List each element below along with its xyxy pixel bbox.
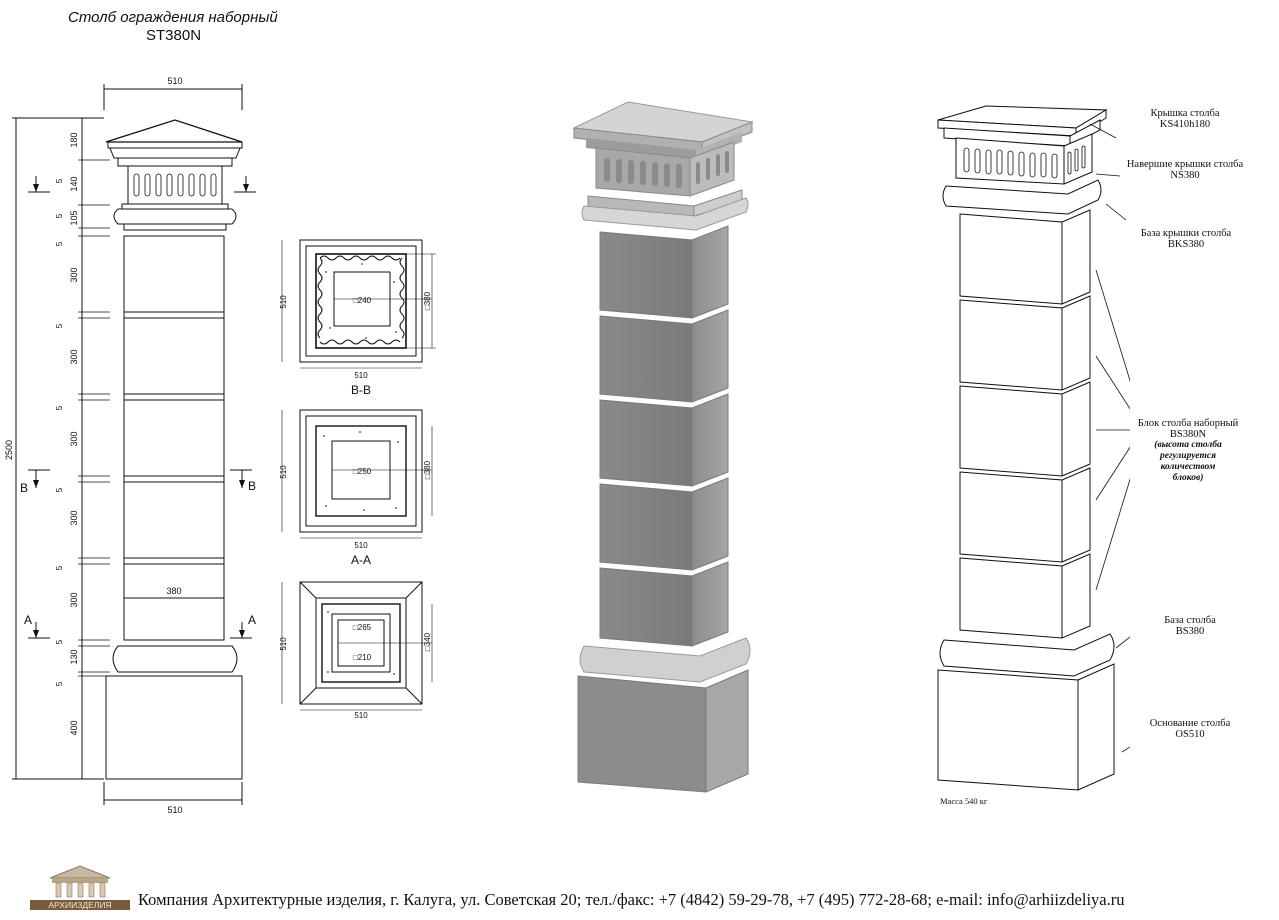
dim-v: 300	[69, 431, 79, 446]
dim-v: 5	[55, 213, 64, 218]
dim-block-width: 380	[166, 586, 181, 596]
dim-v: 5	[55, 565, 64, 570]
dim-v: 300	[69, 592, 79, 607]
section-b-outer: 510	[279, 295, 288, 309]
company-footer: Компания Архитектурные изделия, г. Калуг…	[138, 890, 1125, 909]
section-base	[281, 581, 433, 711]
cut-mark-a-left: A	[24, 613, 32, 627]
dim-v: 5	[55, 241, 64, 246]
company-logo: АРХИИЗДЕЛИЯ	[30, 865, 130, 910]
dim-v: 180	[69, 132, 79, 147]
elevation-drawing: 510 510 380 2500 180 5 140 5 105 5 300 5…	[4, 76, 256, 815]
dim-v: 5	[55, 681, 64, 686]
mass-label: Масса 540 кг	[940, 796, 988, 806]
cut-mark-b-left: B	[20, 481, 28, 495]
dim-v: 5	[55, 323, 64, 328]
section-a-inner-b: □380	[423, 460, 432, 479]
section-b-inner-b: □380	[423, 291, 432, 310]
section-a-inner-a: □250	[353, 467, 372, 476]
section-b-b	[281, 239, 436, 369]
drawing-title: Столб ограждения наборный	[68, 9, 278, 26]
section-c-inner-b: □340	[423, 632, 432, 651]
dim-bottom-width: 510	[167, 805, 182, 815]
section-b-inner-a: □240	[353, 296, 372, 305]
dim-v: 5	[55, 178, 64, 183]
section-c-inner-c: □210	[353, 653, 372, 662]
section-a-width: 510	[354, 541, 368, 550]
pillar-outline	[937, 105, 1130, 791]
section-a-outer: 510	[279, 465, 288, 479]
logo-text: АРХИИЗДЕЛИЯ	[48, 900, 111, 910]
section-c-outer: 510	[279, 637, 288, 651]
dim-top-width: 510	[167, 76, 182, 86]
dim-v: 105	[69, 210, 79, 225]
pillar-render	[572, 101, 754, 793]
cut-mark-a-right: A	[248, 613, 256, 627]
dim-v: 5	[55, 487, 64, 492]
dim-v: 300	[69, 267, 79, 282]
dim-v: 400	[69, 720, 79, 735]
section-b-width: 510	[354, 371, 368, 380]
drawing-code: ST380N	[146, 27, 202, 44]
dim-v: 140	[69, 176, 79, 191]
cut-mark-b-right: B	[248, 479, 256, 493]
dim-v: 300	[69, 510, 79, 525]
section-b-label: B-B	[351, 383, 371, 397]
dim-v: 5	[55, 639, 64, 644]
dim-total-height: 2500	[4, 440, 14, 460]
section-c-width: 510	[354, 711, 368, 720]
section-a-a	[281, 409, 433, 539]
cross-sections: 510 510 □240 □380 510 510 □250 □380 510 …	[279, 239, 436, 720]
dim-v: 300	[69, 349, 79, 364]
dim-v: 130	[69, 649, 79, 664]
section-a-label: A-A	[351, 553, 371, 567]
dim-v: 5	[55, 405, 64, 410]
section-c-inner-a: □265	[353, 623, 372, 632]
